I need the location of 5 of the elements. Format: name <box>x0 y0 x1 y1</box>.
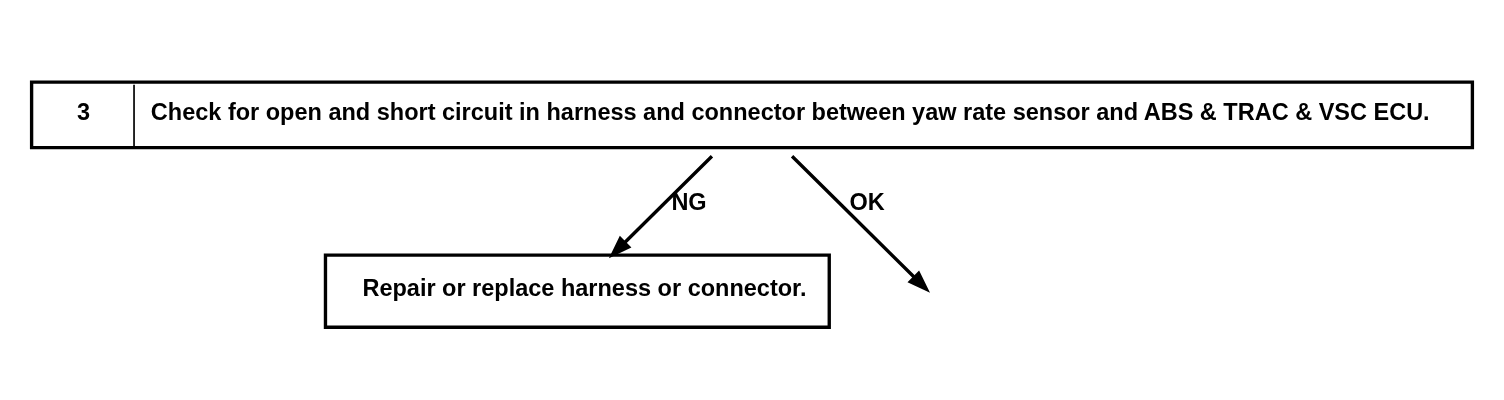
arrow <box>608 154 714 258</box>
node-box: Repair or replace harness or connector. <box>323 252 831 329</box>
edge-label: OK <box>849 188 885 215</box>
arrow <box>790 154 931 293</box>
edge-label: NG <box>671 188 707 215</box>
